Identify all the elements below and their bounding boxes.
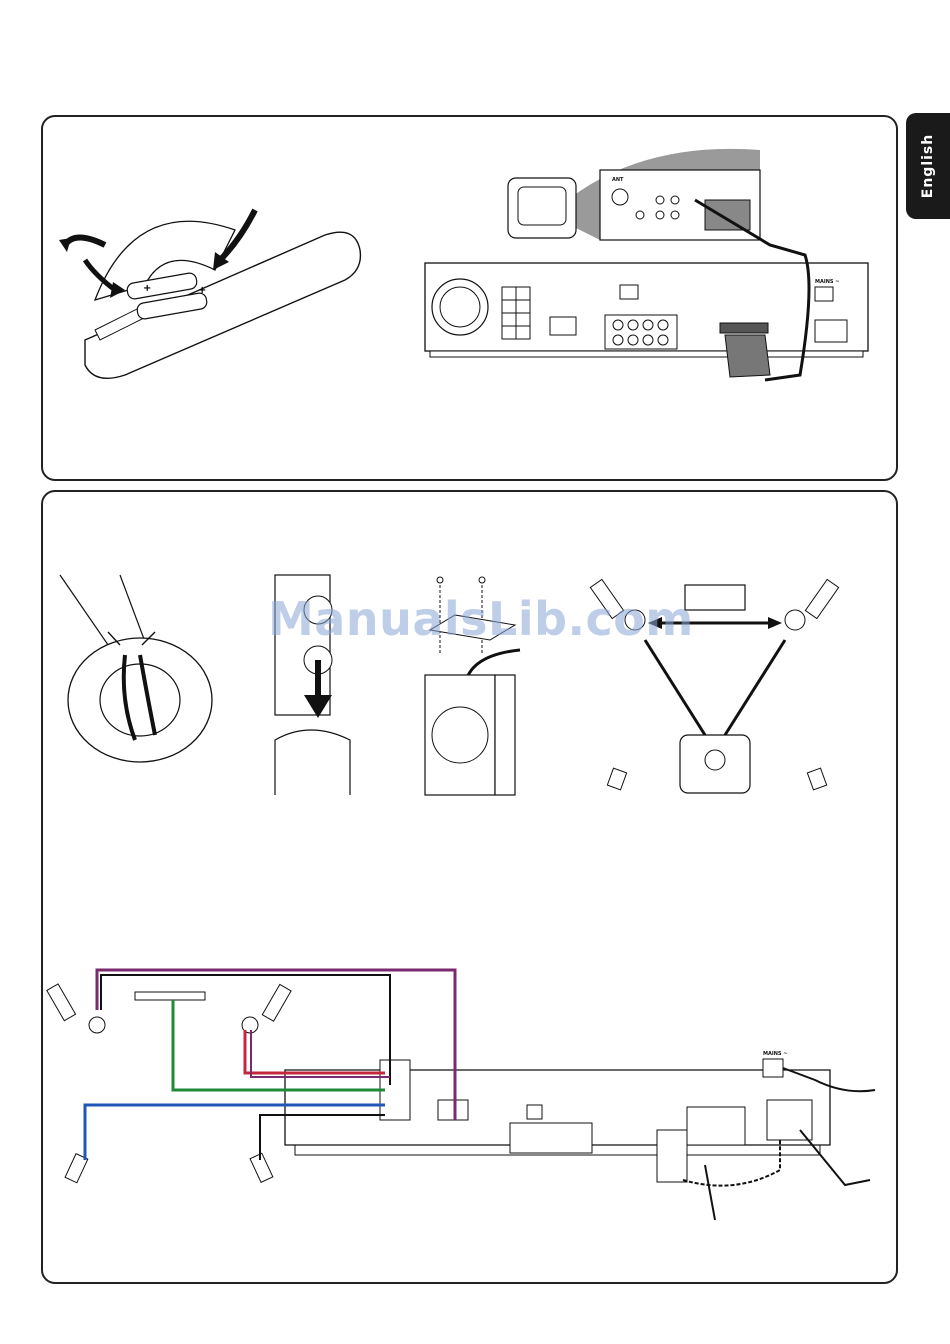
language-tab-label: English [920,134,936,198]
watermark-text: ManualsLib.com [268,592,694,646]
tv-scart-connection-illustration: ANT MAINS ~ [420,145,880,395]
system-wiring-diagram: MAINS ~ [55,955,875,1195]
svg-text:+: + [143,283,151,294]
remote-battery-illustration: + + [55,190,375,390]
mains-label-top: MAINS ~ [815,279,839,285]
language-tab: English [906,113,950,219]
ant-label: ANT [612,177,624,183]
svg-text:+: + [198,285,206,296]
mains-label-bottom: MAINS ~ [763,1051,787,1057]
speaker-stand-illustration [60,570,220,770]
